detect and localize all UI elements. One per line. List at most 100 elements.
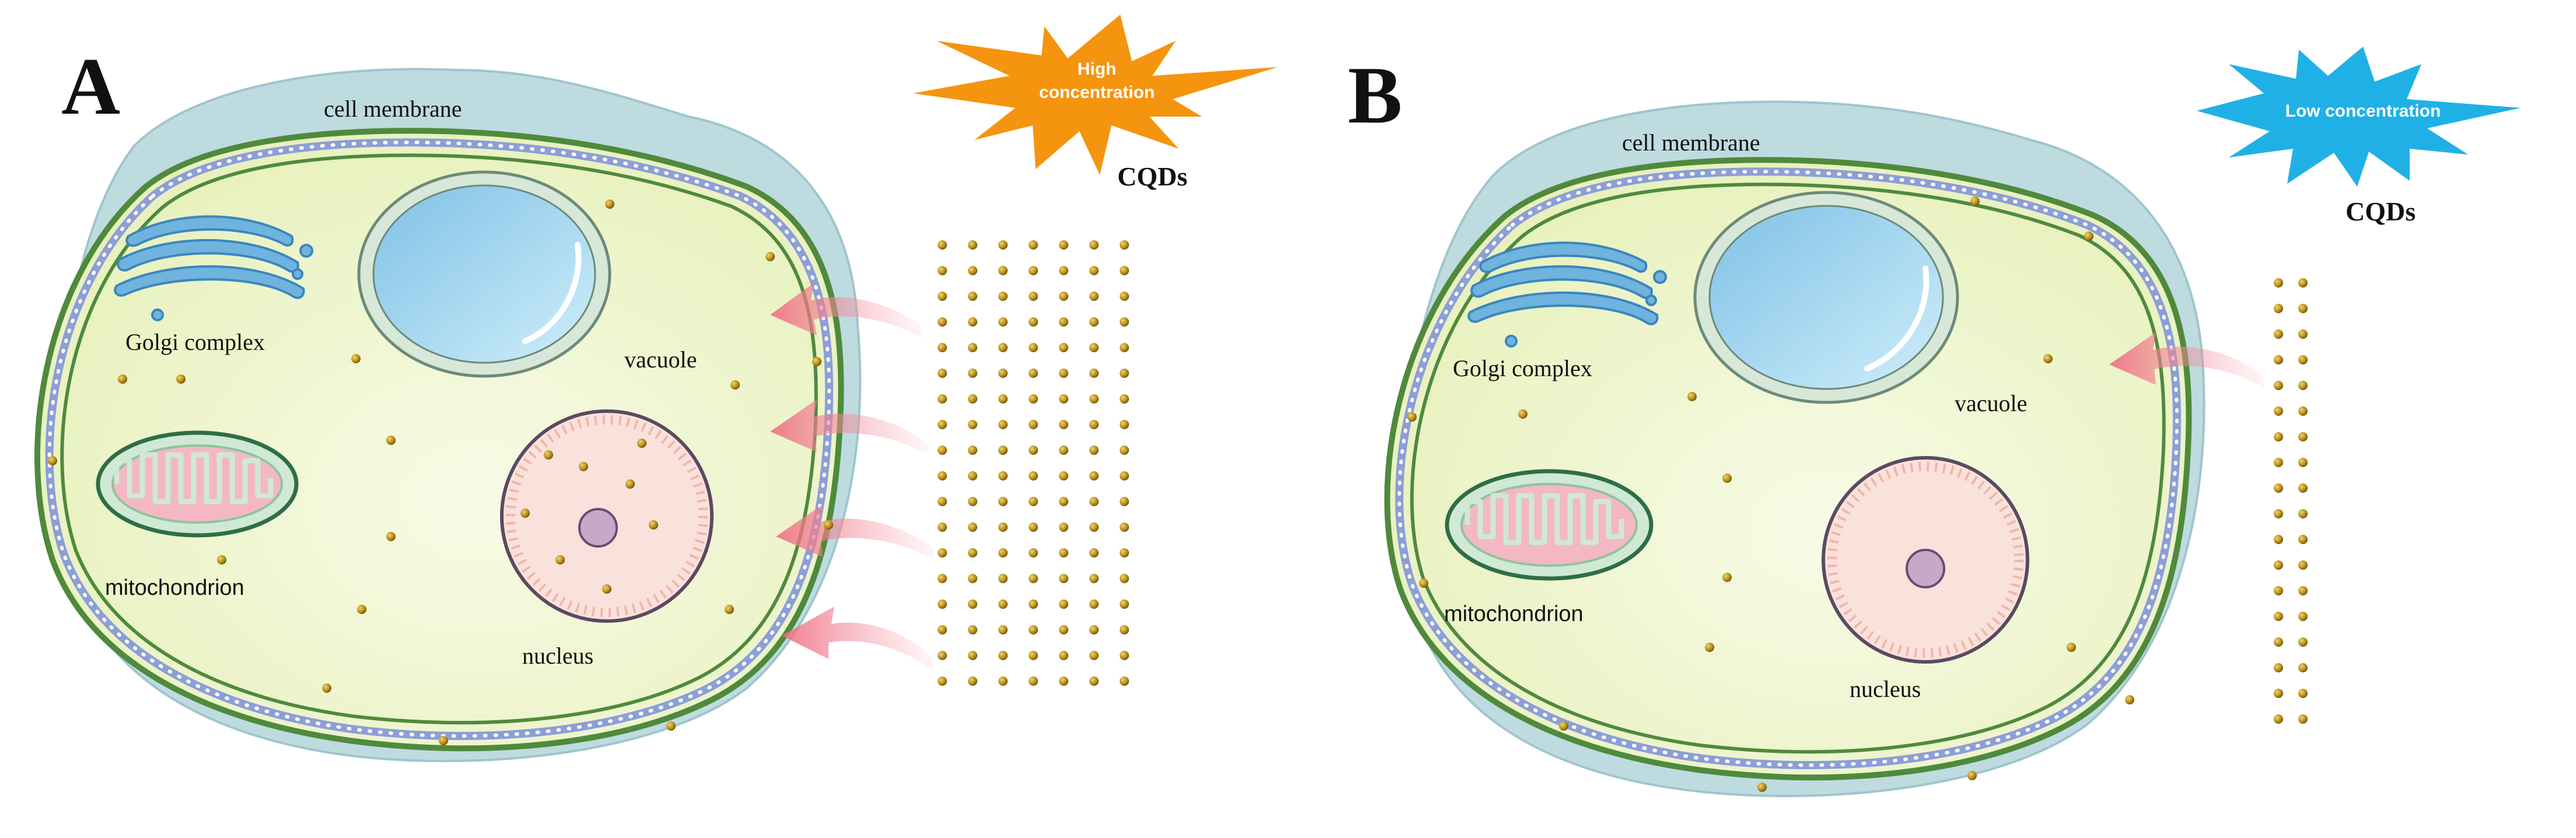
- cqd-dot: [1059, 651, 1068, 660]
- cqd-dot: [1089, 471, 1099, 481]
- cqd-dot: [1120, 369, 1129, 378]
- cqd-dot: [2298, 509, 2308, 518]
- cqd-dot: [1059, 446, 1068, 455]
- cqd-dot: [1059, 292, 1068, 301]
- cqd-dot: [2067, 643, 2076, 652]
- cqd-dot: [998, 420, 1008, 429]
- cqd-dot: [1029, 446, 1038, 455]
- cqd-dot: [1089, 625, 1099, 634]
- mitochondrion-label: mitochondrion: [105, 576, 244, 600]
- panel-a: A cell membrane Golgi complex vacuole: [34, 15, 1278, 762]
- cqd-dot: [968, 471, 977, 481]
- cqd-dot: [968, 548, 977, 558]
- burst-label-line-1: High: [1078, 59, 1117, 79]
- cqd-dot: [2298, 535, 2308, 544]
- uptake-arrows: [770, 283, 934, 671]
- cqd-dot: [2274, 560, 2283, 570]
- cqd-dot: [968, 292, 977, 301]
- cqd-dot: [1089, 369, 1099, 378]
- cqd-dot: [1029, 497, 1038, 506]
- cqd-dot: [1059, 625, 1068, 634]
- cqd-dot: [998, 343, 1008, 352]
- cqd-particles-inside: [1407, 197, 2134, 792]
- cqd-dot: [1120, 676, 1129, 686]
- golgi-complex: [114, 215, 313, 321]
- cqd-dot: [2298, 612, 2308, 621]
- cqd-dot: [1089, 240, 1099, 250]
- cqd-dot: [938, 471, 947, 481]
- cqd-dot: [637, 439, 646, 448]
- cqd-dot: [1120, 394, 1129, 404]
- cell-membrane-label: cell membrane: [324, 96, 462, 122]
- cqd-dot: [2125, 695, 2134, 704]
- cqd-dot: [2298, 663, 2308, 672]
- cqd-dot: [968, 420, 977, 429]
- cqd-dot: [1059, 523, 1068, 532]
- cqd-dot: [520, 509, 530, 518]
- cqd-dot: [1029, 651, 1038, 660]
- cqd-dot: [1059, 574, 1068, 583]
- cqd-dot: [1029, 523, 1038, 532]
- cqd-dot: [544, 450, 553, 460]
- cell-membrane-label: cell membrane: [1622, 129, 1760, 156]
- cqd-dot: [968, 343, 977, 352]
- cqd-dot: [1757, 783, 1767, 792]
- cell-membrane: [1384, 157, 2192, 781]
- cqd-dot: [2274, 483, 2283, 493]
- cqd-dot: [1029, 574, 1038, 583]
- cqd-dot: [1120, 625, 1129, 634]
- cqd-dot: [968, 523, 977, 532]
- panel-letter: B: [1348, 50, 1402, 141]
- golgi-label: Golgi complex: [1453, 355, 1592, 381]
- cqd-dot: [605, 199, 614, 209]
- cqd-dot: [938, 240, 947, 250]
- cqd-dot: [2274, 509, 2283, 518]
- cqd-dot: [357, 605, 366, 614]
- cqd-dot: [998, 497, 1008, 506]
- cqd-dot: [555, 555, 565, 564]
- cqds-label: CQDs: [1117, 162, 1187, 191]
- cqd-dot: [579, 462, 588, 471]
- cqd-dot: [351, 354, 361, 363]
- cqd-dot: [2298, 689, 2308, 698]
- golgi-label: Golgi complex: [125, 329, 265, 355]
- cqd-dot: [1559, 721, 1568, 731]
- cqd-dot: [968, 497, 977, 506]
- cqd-dot: [1089, 446, 1099, 455]
- cqd-dot: [1029, 625, 1038, 634]
- cqd-dot: [968, 651, 977, 660]
- cqd-dot: [2274, 637, 2283, 647]
- cqd-dot: [998, 240, 1008, 250]
- cqd-dot: [968, 240, 977, 250]
- cqd-dot: [1120, 548, 1129, 558]
- cqd-dot: [1089, 574, 1099, 583]
- cqd-dot: [1089, 266, 1099, 275]
- cqd-dot: [1059, 343, 1068, 352]
- cqd-dot: [998, 651, 1008, 660]
- cqd-dot: [2274, 586, 2283, 595]
- cqd-dot: [968, 599, 977, 609]
- cqd-dot: [1120, 651, 1129, 660]
- cqd-dot: [386, 436, 396, 445]
- cqd-dot: [968, 266, 977, 275]
- cqd-dot: [1029, 394, 1038, 404]
- high-concentration-burst: [913, 15, 1278, 175]
- cqd-dot: [968, 574, 977, 583]
- cqd-dot: [1120, 497, 1129, 506]
- cqd-dot: [968, 625, 977, 634]
- cqd-dot: [2274, 535, 2283, 544]
- cqd-dot: [938, 676, 947, 686]
- cqd-dot: [1419, 578, 1428, 588]
- cqd-dot: [730, 380, 740, 390]
- cqd-dot: [998, 317, 1008, 327]
- cqd-dot: [1089, 548, 1099, 558]
- cqd-dot: [1120, 292, 1129, 301]
- cqd-dot: [1089, 651, 1099, 660]
- cqd-dot: [938, 266, 947, 275]
- cqd-dot: [1970, 197, 1980, 206]
- cqd-dot: [1029, 343, 1038, 352]
- cqd-dot: [998, 369, 1008, 378]
- cqd-dot: [322, 683, 331, 693]
- cqd-dot: [2274, 278, 2283, 287]
